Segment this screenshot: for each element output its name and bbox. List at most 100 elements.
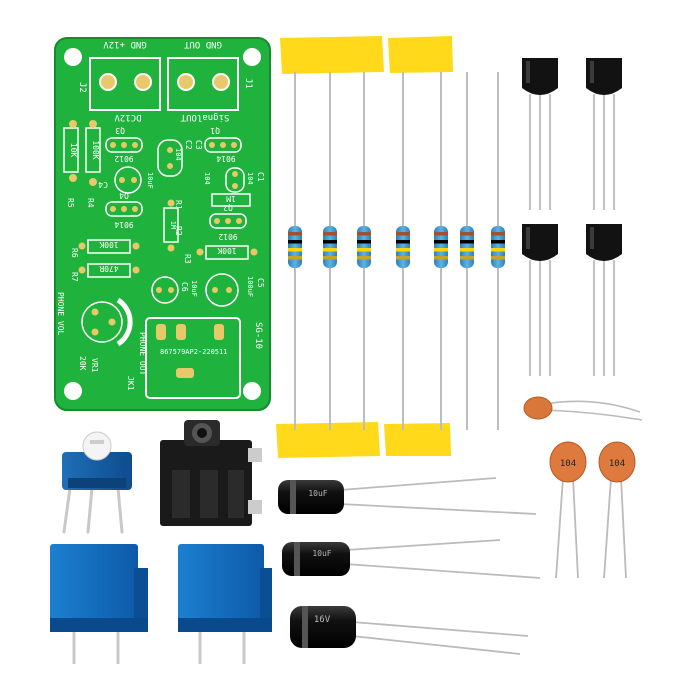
resistor-strip — [276, 36, 505, 458]
serial-label: 867579AP2-220511 — [160, 348, 227, 356]
resistor-band — [288, 240, 302, 244]
c5-label: C5 — [256, 278, 265, 288]
resistor-band — [460, 240, 474, 244]
c2-label: C2 — [184, 140, 193, 150]
q4-part-label: 9014 — [114, 220, 133, 229]
phone-out-label: PHONE OUT — [138, 332, 147, 376]
pcb-board: GND +12V GND OUT J2 J1 DC12V SignalOUT 1… — [54, 37, 271, 411]
tape-bottom-right — [384, 423, 451, 456]
resistor-band — [491, 248, 505, 252]
ceramic-cap-104-label-1: 104 — [560, 459, 576, 469]
resistor-band — [434, 232, 448, 236]
r7-label: R7 — [70, 272, 79, 282]
q2-part-label: 9012 — [218, 232, 237, 241]
electrolytic-cap-2: 10uF — [282, 539, 541, 579]
resistor-band — [396, 248, 410, 252]
audio-jack — [160, 420, 262, 526]
resistor-band — [357, 232, 371, 236]
c3-value: 104 — [203, 172, 211, 185]
signal-out-label: SignalOUT — [180, 112, 229, 122]
resistor — [288, 72, 302, 430]
r3-label: R3 — [183, 254, 192, 264]
j1-label: J1 — [243, 78, 253, 89]
blue-potentiometer-left — [50, 544, 148, 664]
r100k-left-label: 100K — [91, 140, 100, 159]
r1-label: R1 — [174, 200, 183, 210]
vr1-value: 20K — [78, 356, 87, 371]
resistor-band — [357, 248, 371, 252]
r6-value: 100K — [99, 240, 118, 249]
resistor-band — [323, 232, 337, 236]
resistor-band — [460, 232, 474, 236]
tape-top-right — [388, 36, 453, 73]
resistor-band — [357, 256, 371, 260]
resistor — [460, 72, 474, 430]
c1-label: C1 — [256, 172, 265, 182]
r5-label: R5 — [66, 198, 75, 208]
j1-pin-label: GND OUT — [183, 39, 222, 49]
transistor — [522, 224, 558, 376]
resistor — [396, 72, 410, 430]
electrolytic-cap-1: 10uF — [278, 477, 537, 515]
electrolytic-cap-3: 16V — [290, 606, 529, 655]
c3-label: C3 — [194, 140, 203, 150]
j2-label: J2 — [77, 82, 87, 93]
electrolytic-cap-label-3: 16V — [314, 615, 331, 625]
ceramic-cap-104-right: 104 — [598, 441, 636, 579]
transistor — [586, 224, 622, 376]
mounting-hole — [243, 48, 261, 66]
r6-label: R6 — [70, 248, 79, 258]
resistor-band — [323, 240, 337, 244]
tape-bottom-left — [276, 422, 380, 458]
resistor-band — [357, 240, 371, 244]
resistor-band — [288, 248, 302, 252]
resistor-band — [396, 240, 410, 244]
resistor-band — [491, 240, 505, 244]
c4-value: 10uF — [146, 172, 154, 189]
r1-value: 1M — [226, 194, 236, 203]
resistor-band — [434, 240, 448, 244]
c6-value: 10uF — [190, 280, 198, 297]
resistor — [323, 72, 337, 430]
resistor-band — [434, 256, 448, 260]
c2-value: 104 — [174, 148, 182, 161]
q3-part-label: 9012 — [114, 154, 133, 163]
j2-pin-label: GND +12V — [103, 39, 147, 49]
r7-value: 470R — [99, 264, 118, 273]
resistor-band — [491, 232, 505, 236]
jk1-label: JK1 — [126, 376, 135, 391]
electrolytic-cap-label-2: 10uF — [312, 549, 331, 558]
resistor-band — [460, 248, 474, 252]
transistor — [586, 58, 622, 210]
resistor-band — [396, 232, 410, 236]
dc12v-label: DC12V — [114, 112, 142, 122]
transistor-group — [522, 58, 622, 376]
r4-label: R4 — [86, 198, 95, 208]
resistor-band — [434, 248, 448, 252]
j2-outline — [89, 57, 161, 111]
r2-value: 1M — [169, 221, 177, 229]
transistor — [522, 58, 558, 210]
ceramic-cap-104-left: 104 — [549, 441, 587, 579]
resistor-band — [323, 248, 337, 252]
resistor — [434, 72, 448, 430]
ceramic-cap-104-label-2: 104 — [609, 459, 625, 469]
resistor-band — [288, 256, 302, 260]
resistor-band — [396, 256, 410, 260]
mounting-hole — [64, 48, 82, 66]
c4-label: C4 — [98, 180, 108, 189]
resistor-band — [288, 232, 302, 236]
model-label: SG-10 — [253, 322, 263, 349]
trimmer-potentiometer — [62, 431, 132, 534]
mounting-hole — [243, 382, 261, 400]
c5-value: 100uF — [246, 276, 254, 297]
c1-value: 104 — [246, 172, 254, 185]
mounting-hole — [64, 382, 82, 400]
c6-label: C6 — [180, 282, 189, 292]
electrolytic-cap-label-1: 10uF — [308, 489, 327, 498]
resistor-band — [323, 256, 337, 260]
ceramic-cap-small — [523, 396, 643, 421]
resistor-band — [460, 256, 474, 260]
q3-label: Q3 — [115, 126, 125, 135]
